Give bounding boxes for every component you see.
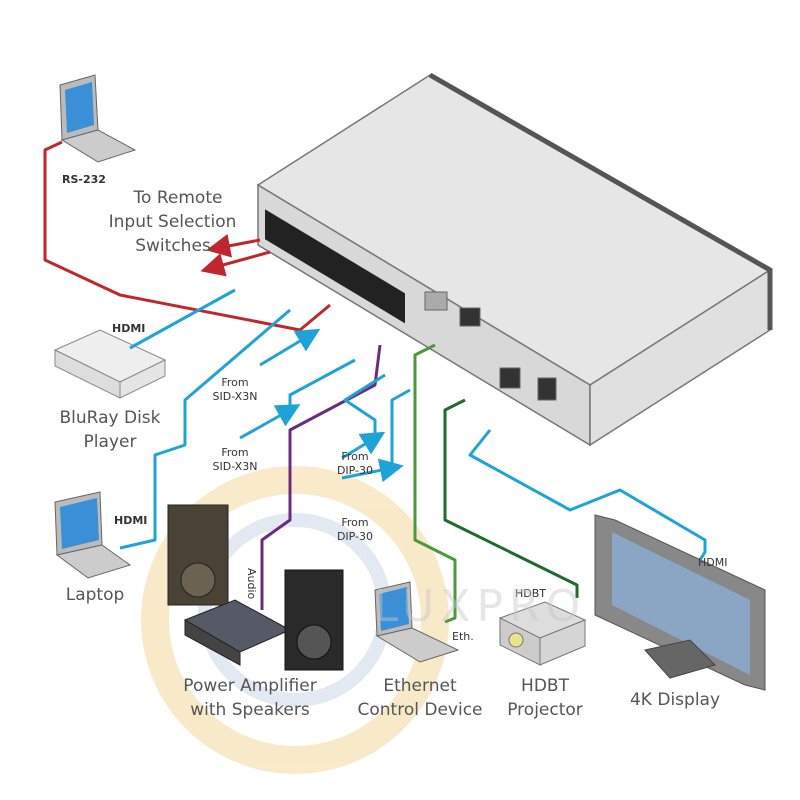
bluray-label-line1: BluRay Disk <box>59 408 161 428</box>
from-dip-arrow-2 <box>341 458 404 483</box>
ethernet-device-label-line1: Ethernet <box>383 676 457 696</box>
ethernet-device-label-line2: Control Device <box>357 700 483 720</box>
remote-switches-label-line3: Switches <box>135 236 211 256</box>
from-sid-arrow-2 <box>239 404 301 440</box>
from-sid-label-2b: SID-X3N <box>212 460 258 473</box>
watermark-text: LUXPRO <box>373 581 587 632</box>
hdbt-projector <box>498 601 587 666</box>
remote-switch-arrow-2 <box>200 250 271 277</box>
ethernet-cable <box>413 343 457 624</box>
laptop <box>54 491 132 579</box>
from-dip-label-1a: From <box>341 450 369 463</box>
dip-input-cable-1 <box>343 373 386 438</box>
audio-cable <box>260 344 382 610</box>
rs232-laptop <box>59 74 137 163</box>
projector-label-line1: HDBT <box>521 676 569 696</box>
rs232-label: RS-232 <box>62 173 106 186</box>
hdbt-label: HDBT <box>515 587 547 600</box>
dip-input-cable-2 <box>390 388 411 468</box>
bluray-player <box>53 329 167 399</box>
hdmi-bluray-label: HDMI <box>112 322 146 335</box>
bluray-label-line2: Player <box>83 432 137 452</box>
eth-label: Eth. <box>452 630 474 643</box>
remote-switches-label-line1: To Remote <box>133 188 223 208</box>
from-sid-label-1b: SID-X3N <box>212 390 258 403</box>
from-sid-label-1a: From <box>221 376 249 389</box>
4k-display <box>594 514 766 691</box>
from-dip-arrow-1 <box>341 431 386 460</box>
from-dip-label-2a: From <box>341 516 369 529</box>
hdmi-bluray-cable <box>129 288 236 350</box>
hdbt-cable <box>443 398 579 598</box>
hdmi-laptop-label: HDMI <box>114 514 148 527</box>
rs232-cable <box>43 140 331 332</box>
switcher-unit-icon <box>256 72 773 447</box>
from-sid-arrow-1 <box>259 328 321 367</box>
audio-label: Audio <box>245 568 258 600</box>
hdmi-display-label: HDMI <box>698 556 728 569</box>
from-sid-label-2a: From <box>221 446 249 459</box>
remote-switches-label-line2: Input Selection <box>108 212 237 232</box>
amplifier-label-line1: Power Amplifier <box>183 676 317 696</box>
amplifier-label-line2: with Speakers <box>190 700 310 720</box>
laptop-label: Laptop <box>65 585 125 605</box>
ethernet-control-device <box>374 581 460 663</box>
from-dip-label-2b: DIP-30 <box>336 530 374 543</box>
hdmi-display-cable <box>468 429 707 561</box>
projector-label-line2: Projector <box>507 700 583 720</box>
sid-input-cable <box>288 358 356 410</box>
hdmi-laptop-cable <box>119 308 291 550</box>
power-amplifier <box>167 504 344 671</box>
remote-switch-arrow-1 <box>206 233 261 258</box>
display-label: 4K Display <box>629 690 721 710</box>
watermark-outer-ring <box>141 466 449 774</box>
from-dip-label-1b: DIP-30 <box>336 464 374 477</box>
